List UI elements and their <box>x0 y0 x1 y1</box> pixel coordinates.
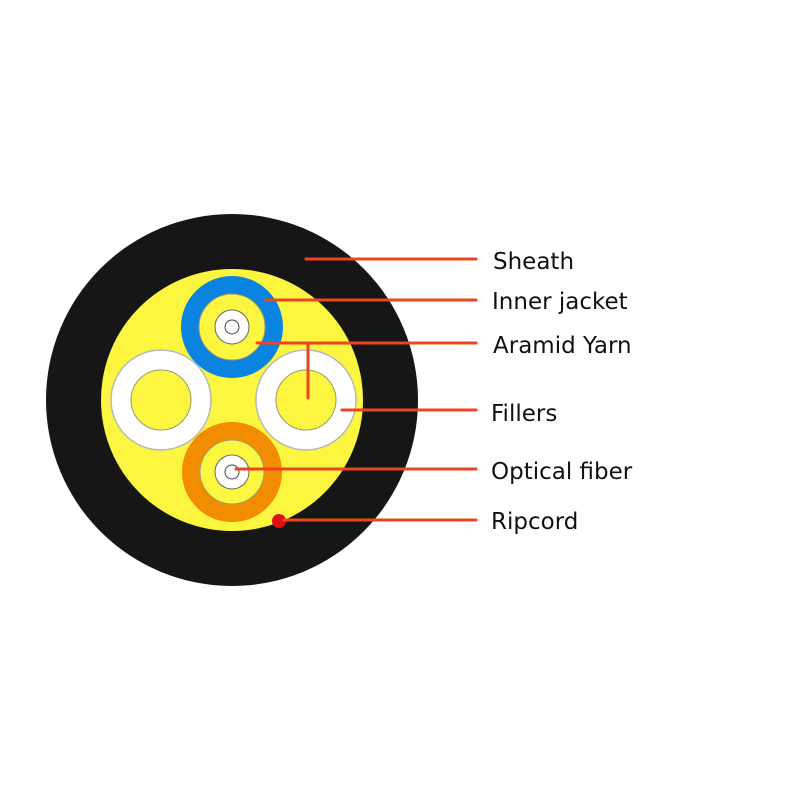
leader-lines <box>234 257 478 522</box>
filler-center-left <box>130 369 192 431</box>
label-sheath: Sheath <box>493 249 574 275</box>
optical-fiber-core-bottom <box>224 464 240 480</box>
label-optical-fiber: Optical fiber <box>491 459 633 485</box>
left-filler <box>110 349 212 451</box>
aramid-yarn-area <box>101 269 363 531</box>
label-aramid-yarn: Aramid Yarn <box>493 333 632 359</box>
top-fiber-unit <box>181 276 283 378</box>
optical-fiber-core-top <box>224 319 240 335</box>
bottom-fiber-unit <box>182 422 282 522</box>
right-filler <box>255 349 357 451</box>
label-fillers: Fillers <box>491 401 557 427</box>
label-ripcord: Ripcord <box>491 509 578 535</box>
ripcord <box>272 514 286 528</box>
filler-center-right <box>275 369 337 431</box>
label-inner-jacket: Inner jacket <box>492 289 628 315</box>
